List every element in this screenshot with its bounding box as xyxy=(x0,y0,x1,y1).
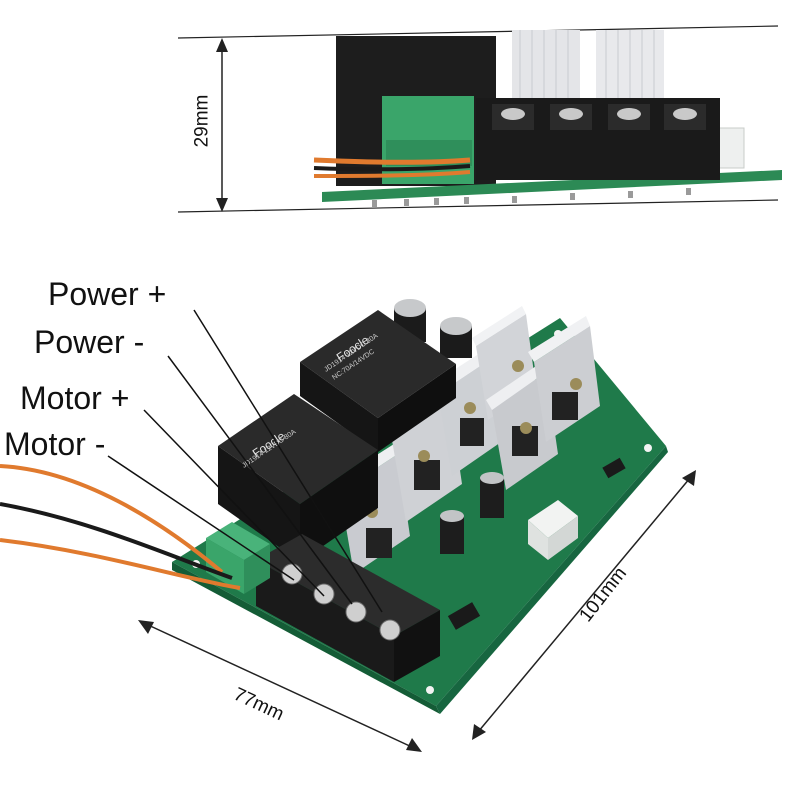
motor-plus-pointer xyxy=(143,409,325,597)
side-heatsink-1 xyxy=(512,30,580,110)
terminal-screw-4 xyxy=(379,619,401,641)
width-arrow xyxy=(145,623,415,749)
side-terminal-screws xyxy=(492,104,706,130)
relay-1 xyxy=(300,310,456,452)
height-arrow-head-top xyxy=(216,38,228,52)
label-power-minus: Power - xyxy=(34,324,145,360)
side-white-connector xyxy=(715,127,745,169)
side-top-line xyxy=(177,25,779,39)
terminal-screw-3 xyxy=(345,601,367,623)
label-motor-plus: Motor + xyxy=(20,380,130,416)
wire-orange-1 xyxy=(0,464,224,574)
motor-minus-pointer xyxy=(107,455,295,581)
label-motor-minus: Motor - xyxy=(4,426,106,462)
side-wire-black xyxy=(313,164,471,172)
side-bottom-line xyxy=(177,199,779,213)
relay-2 xyxy=(218,394,378,562)
side-wire-orange-2 xyxy=(313,170,471,178)
height-arrow-head-bottom xyxy=(216,198,228,212)
side-wire-orange xyxy=(313,157,471,165)
power-plus-pointer xyxy=(193,309,383,613)
terminal-screw-2 xyxy=(313,583,335,605)
side-view xyxy=(177,25,782,213)
board-view: Foocle JD1914 12VDC 80A NC:70A/14VDC Foo… xyxy=(0,299,696,752)
power-minus-pointer xyxy=(167,355,353,605)
length-arrow xyxy=(477,477,691,733)
label-power-plus: Power + xyxy=(48,276,167,312)
wire-orange-2 xyxy=(0,538,241,590)
wire-black xyxy=(0,502,233,580)
white-connector xyxy=(528,500,578,538)
terminal-block xyxy=(256,534,440,682)
label-height: 29mm xyxy=(191,94,213,148)
